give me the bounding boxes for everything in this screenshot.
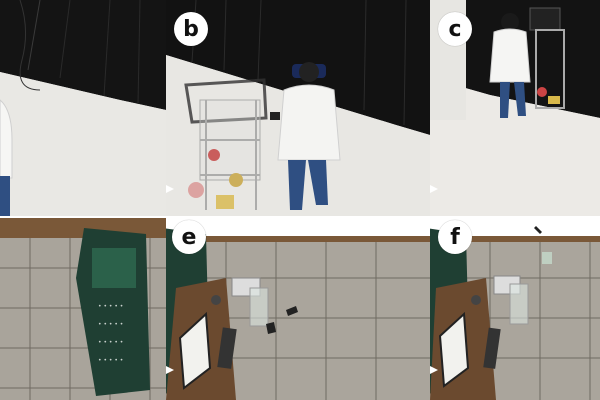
right-arrow-icon — [430, 366, 438, 374]
virtual-cart-overlay — [184, 78, 268, 210]
svg-text:• • • • •: • • • • • — [98, 357, 123, 364]
panel-c: c — [430, 0, 600, 216]
panel-f-label: f — [438, 220, 472, 254]
panel-f: f — [430, 218, 600, 400]
panel-f-render — [430, 218, 600, 400]
right-arrow-icon — [166, 366, 174, 374]
panel-a-photo — [0, 0, 166, 216]
panel-d: • • • • • • • • • • • • • • • • • • • • — [0, 218, 166, 400]
right-arrow-icon — [430, 185, 438, 193]
panel-c-photo — [430, 0, 600, 216]
panel-b: b — [166, 0, 430, 216]
svg-text:• • • • •: • • • • • — [98, 321, 123, 328]
panel-e-render — [166, 218, 430, 400]
panel-e-label: e — [172, 220, 206, 254]
panel-d-render: • • • • • • • • • • • • • • • • • • • • — [0, 218, 166, 400]
panel-c-label: c — [438, 12, 472, 46]
svg-text:• • • • •: • • • • • — [98, 339, 123, 346]
panel-a — [0, 0, 166, 216]
panel-b-label: b — [174, 12, 208, 46]
panel-b-photo — [166, 0, 430, 216]
svg-text:• • • • •: • • • • • — [98, 303, 123, 310]
right-arrow-icon — [166, 185, 174, 193]
panel-e: e — [166, 218, 430, 400]
vr-user — [270, 62, 341, 210]
